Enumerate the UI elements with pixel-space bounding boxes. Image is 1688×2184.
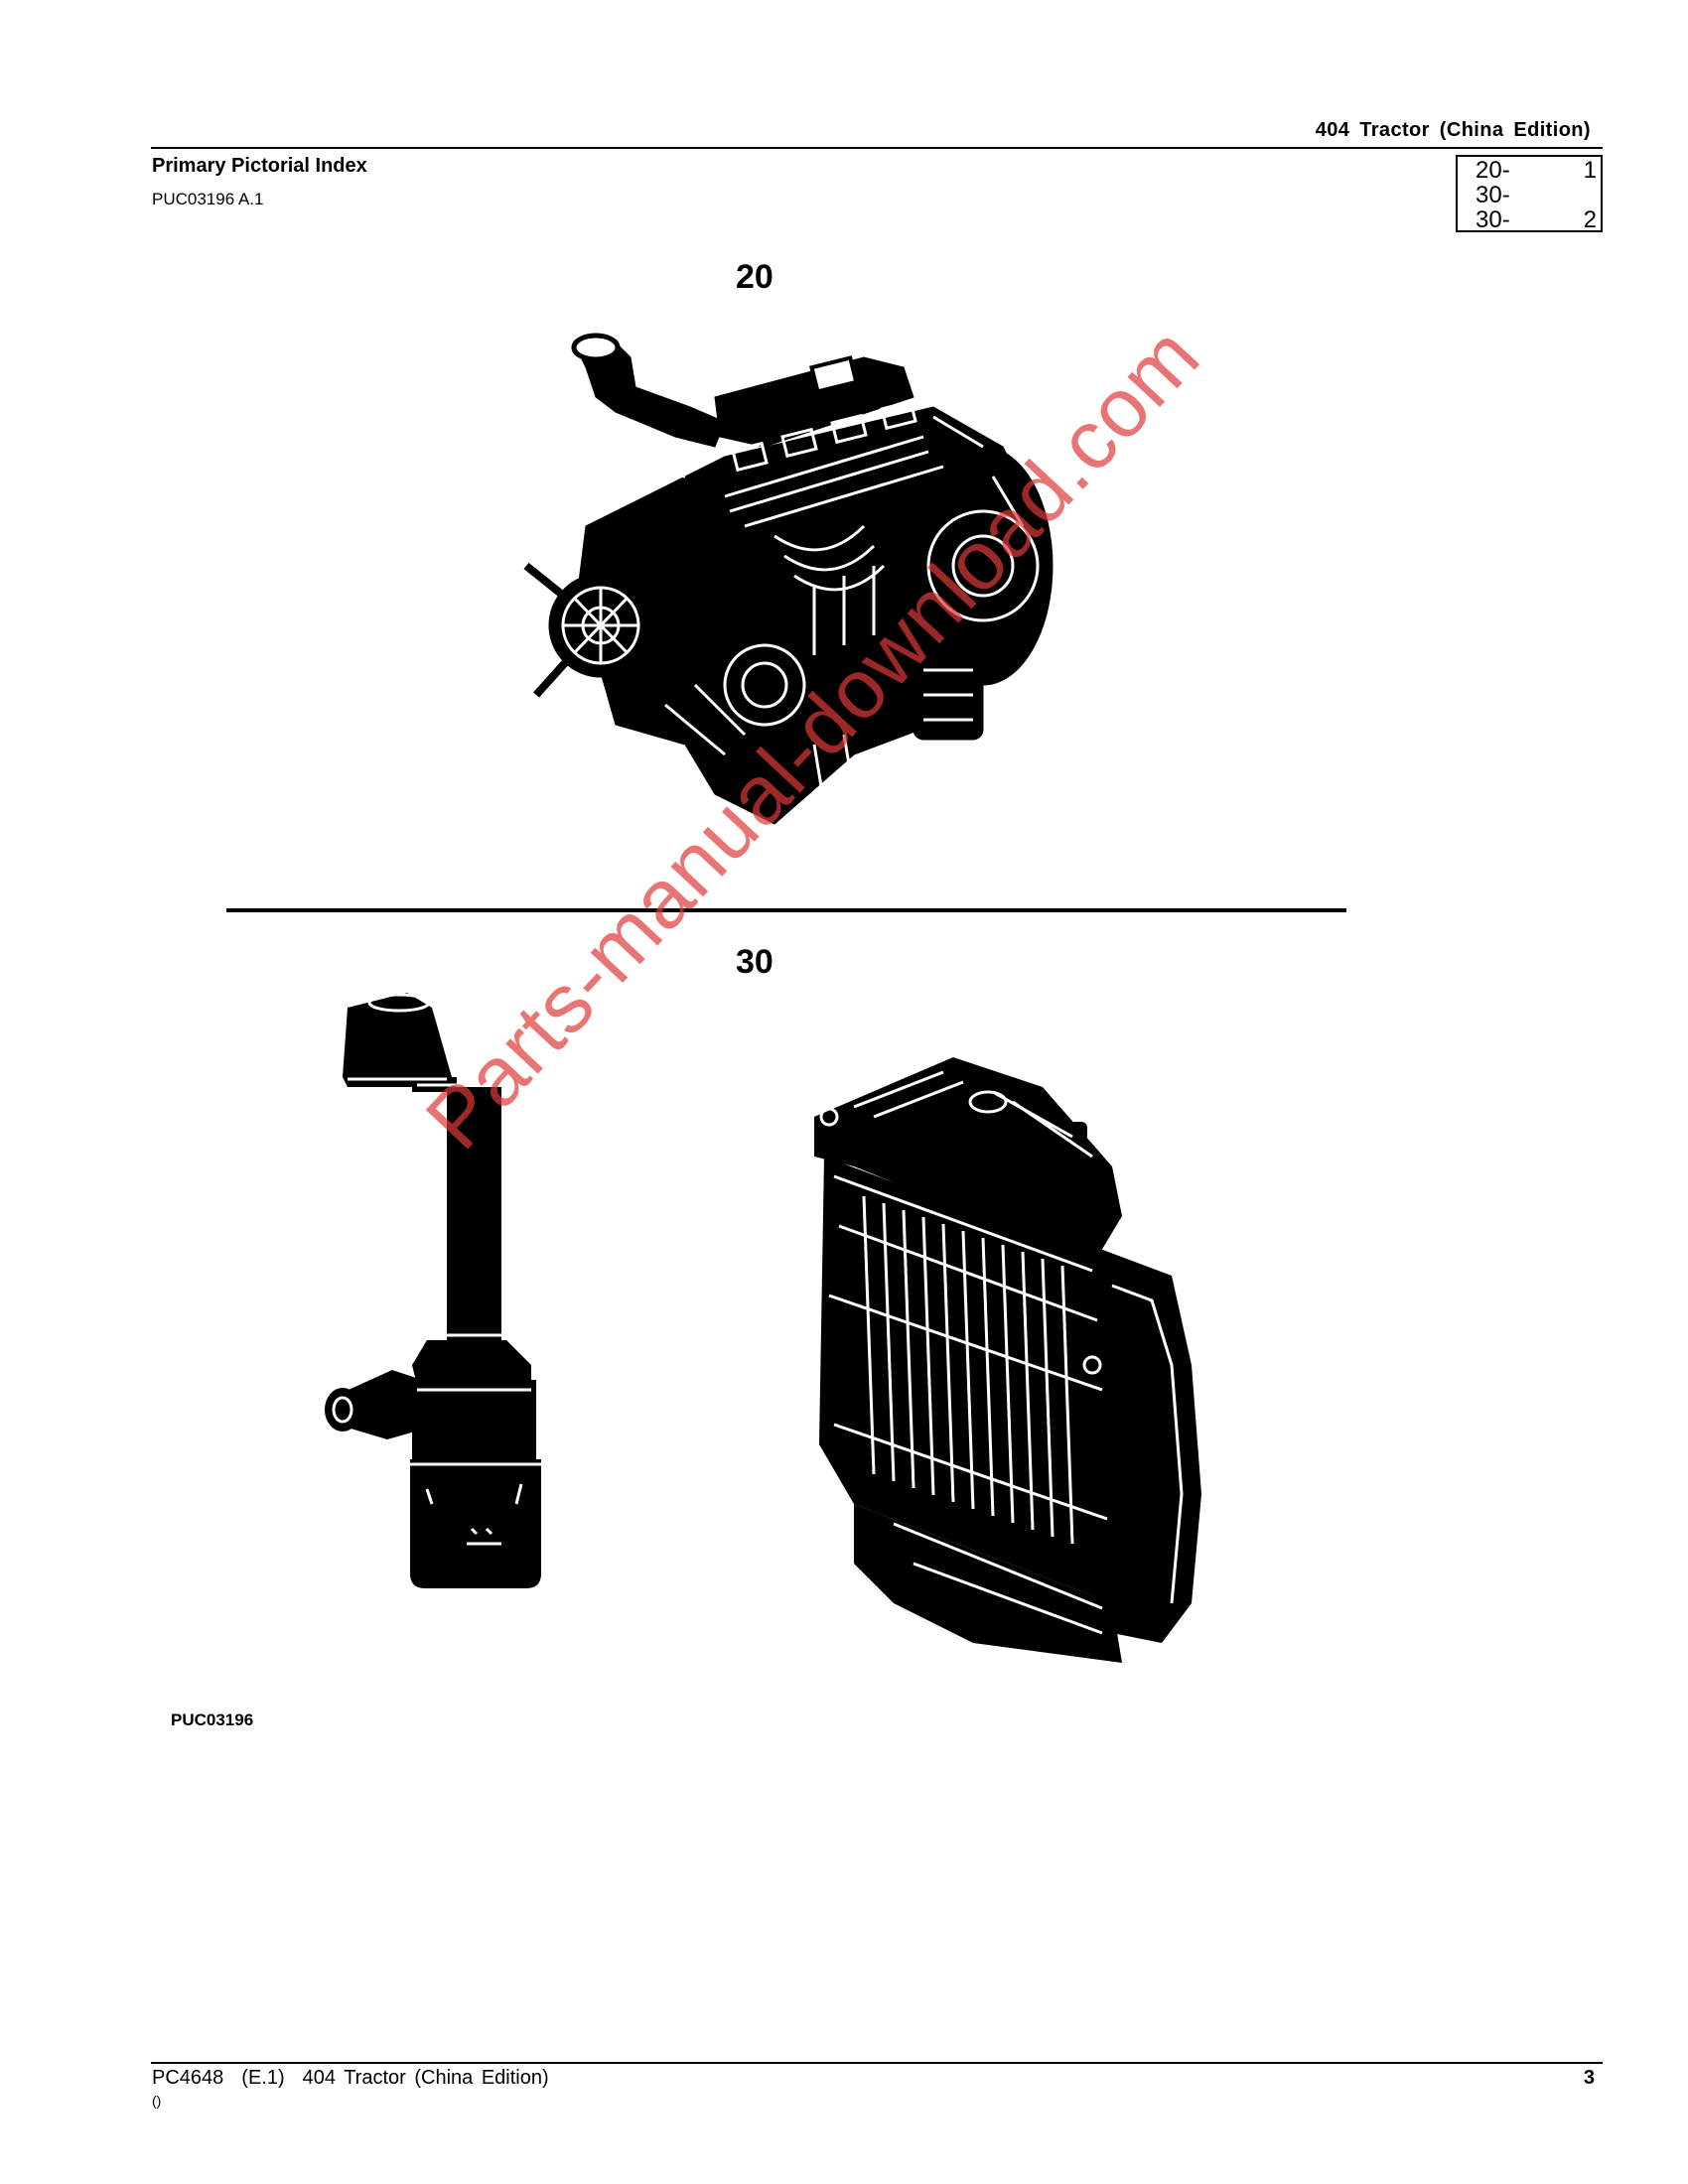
footer-text: PC4648 (E.1) 404 Tractor (China Edition) bbox=[152, 2067, 549, 2090]
footer-manual: PC4648 bbox=[152, 2067, 224, 2089]
header-title: 404 Tractor (China Edition) bbox=[1315, 119, 1591, 141]
index-row[interactable]: 20- 1 bbox=[1476, 157, 1597, 184]
index-ref: 20- bbox=[1476, 157, 1510, 184]
group-rule bbox=[226, 908, 1346, 912]
section-title: Primary Pictorial Index bbox=[152, 155, 367, 177]
footer-edition: (E.1) bbox=[241, 2067, 285, 2089]
index-page: 2 bbox=[1583, 206, 1597, 233]
engine-illustration[interactable] bbox=[516, 328, 1072, 854]
index-ref: 30- bbox=[1476, 182, 1510, 208]
air-cleaner-illustration[interactable] bbox=[318, 988, 556, 1593]
header-rule bbox=[151, 147, 1603, 149]
index-box: 20- 1 30- 30- 2 bbox=[1456, 155, 1603, 233]
index-row[interactable]: 30- 2 bbox=[1476, 206, 1597, 233]
footer-page-number: 3 bbox=[1583, 2067, 1595, 2089]
index-row[interactable]: 30- bbox=[1476, 182, 1597, 208]
figure-code: PUC03196 bbox=[171, 1710, 254, 1729]
group-label-20: 20 bbox=[736, 258, 774, 296]
index-page: 1 bbox=[1583, 157, 1597, 184]
index-ref: 30- bbox=[1476, 206, 1510, 233]
group-label-30: 30 bbox=[736, 943, 774, 981]
footer-sub: () bbox=[152, 2093, 162, 2109]
footer-title: 404 Tractor (China Edition) bbox=[302, 2067, 549, 2089]
section-code: PUC03196 A.1 bbox=[152, 190, 264, 208]
radiator-illustration[interactable] bbox=[794, 1047, 1231, 1673]
footer-rule bbox=[151, 2062, 1603, 2064]
